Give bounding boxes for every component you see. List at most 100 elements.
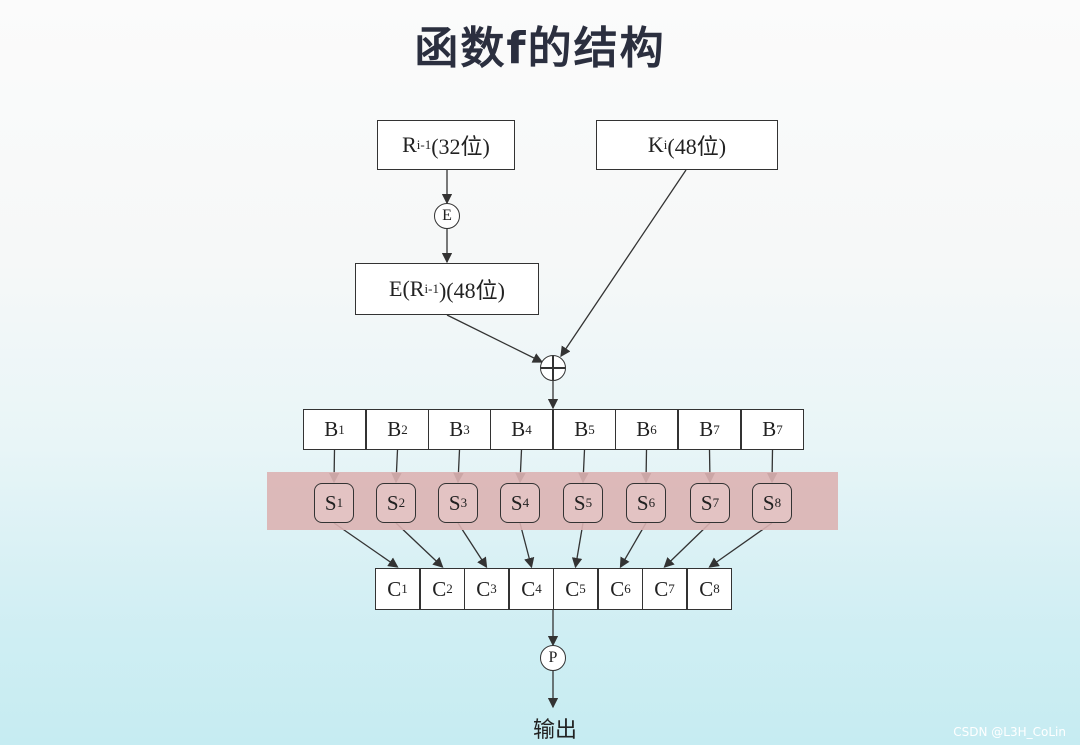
- k-i-sup: i: [663, 137, 668, 152]
- wire-s-to-c-1: [333, 522, 399, 568]
- page-title: 函数f的结构: [414, 23, 666, 74]
- b-cell-index: 4: [525, 421, 532, 437]
- s-box-letter: S: [573, 490, 586, 515]
- s-box-letter: S: [386, 490, 399, 515]
- b-cell-index: 1: [338, 421, 345, 437]
- r-prev-main: R: [402, 132, 417, 157]
- b-cell-letter: B: [762, 417, 777, 441]
- b-cell-letter: B: [636, 417, 651, 441]
- b-cell-letter: B: [387, 417, 402, 441]
- b-cell-index: 7: [713, 421, 720, 437]
- e-r-sup: i-1: [424, 281, 439, 296]
- c-cell-index: 2: [446, 581, 453, 596]
- k-i-main: K: [647, 132, 664, 157]
- b-cell-index: 7: [776, 421, 783, 437]
- s-to-c-wires: [333, 522, 773, 569]
- c-cell-letter: C: [699, 576, 714, 601]
- wire-er-to-xor: [446, 314, 544, 363]
- p-permutation-node: P: [540, 645, 566, 671]
- c-cell-index: 7: [668, 581, 675, 596]
- c-cell-letter: C: [387, 576, 402, 601]
- b-cell-letter: B: [449, 417, 464, 441]
- watermark: CSDN @L3H_CoLin: [953, 725, 1066, 739]
- wire-s-to-c-7: [663, 522, 711, 568]
- s-box-index: 4: [522, 495, 530, 510]
- s-box-index: 7: [712, 495, 720, 510]
- s-box-letter: S: [700, 490, 713, 515]
- s-box-index: 3: [460, 495, 468, 510]
- c-cell-letter: C: [432, 576, 447, 601]
- c-cell-index: 6: [624, 581, 631, 596]
- c-cell-index: 3: [490, 581, 497, 596]
- c-cell-index: 8: [713, 581, 720, 596]
- xor-node: [540, 355, 566, 381]
- s-box-letter: S: [448, 490, 461, 515]
- s-box-letter: S: [762, 490, 775, 515]
- s-box-letter: S: [636, 490, 649, 515]
- c-cell-letter: C: [610, 576, 625, 601]
- output-label: 输出: [532, 718, 577, 743]
- e-r-pre: E(R: [389, 276, 425, 301]
- s-box-index: 6: [648, 495, 656, 510]
- wire-s-to-c-4: [519, 522, 535, 569]
- s-box-letter: S: [510, 490, 523, 515]
- s-box-band: [267, 472, 838, 530]
- c-cell-letter: C: [476, 576, 491, 601]
- b-cell-index: 3: [463, 421, 470, 437]
- b-cell-index: 5: [588, 421, 595, 437]
- s-box-index: 8: [774, 495, 782, 510]
- wire-s-to-c-5: [571, 522, 584, 569]
- e-expansion-node: E: [434, 203, 460, 229]
- b-cell-letter: B: [324, 417, 339, 441]
- b-cell-letter: B: [699, 417, 714, 441]
- c-cell-letter: C: [521, 576, 536, 601]
- wire-s-to-c-6: [619, 522, 647, 569]
- k-i-tail: (48位): [667, 134, 727, 159]
- wire-k-to-xor: [560, 169, 687, 358]
- c-cell-letter: C: [565, 576, 580, 601]
- wire-s-to-c-3: [457, 522, 488, 569]
- b-cell-letter: B: [574, 417, 589, 441]
- s-box-letter: S: [324, 490, 337, 515]
- c-cell-index: 5: [579, 581, 586, 596]
- b-cell-index: 2: [401, 421, 408, 437]
- b-cell-letter: B: [511, 417, 526, 441]
- c-cell-index: 4: [535, 581, 542, 596]
- b-cell-index: 6: [650, 421, 657, 437]
- r-prev-sup: i-1: [416, 137, 432, 152]
- s-box-index: 2: [398, 495, 406, 510]
- wire-s-to-c-2: [395, 522, 444, 568]
- s-box-index: 5: [585, 495, 593, 510]
- r-prev-tail: (32位): [431, 134, 490, 159]
- c-cell-letter: C: [654, 576, 669, 601]
- s-box-index: 1: [336, 495, 344, 510]
- e-r-tail: )(48位): [438, 278, 505, 303]
